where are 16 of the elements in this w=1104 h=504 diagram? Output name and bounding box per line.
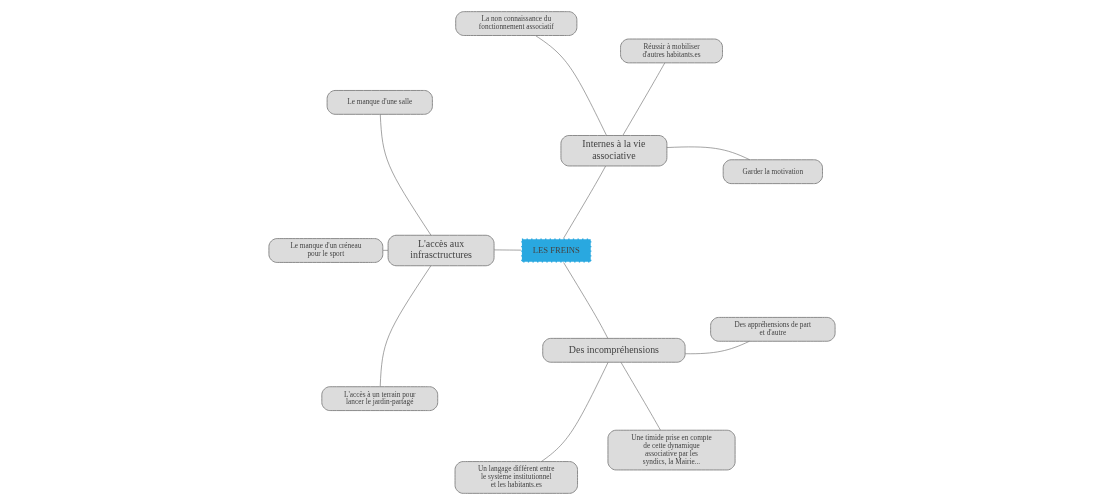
node-box: LES FREINS <box>520 237 593 263</box>
connector <box>563 261 609 339</box>
node-box: Internes à la vie associative <box>560 134 668 166</box>
connector <box>379 265 432 387</box>
connector <box>382 249 389 251</box>
connector <box>622 62 666 136</box>
connector <box>535 34 607 136</box>
node-box: Des incompréhensions <box>542 337 686 363</box>
connector <box>541 361 609 462</box>
connector <box>379 113 432 236</box>
connector <box>666 146 751 160</box>
connector <box>563 165 606 239</box>
connector <box>684 340 750 354</box>
connector <box>493 249 522 250</box>
node-box: L'accès aux infrasctructures <box>387 234 495 266</box>
connector <box>620 361 661 430</box>
